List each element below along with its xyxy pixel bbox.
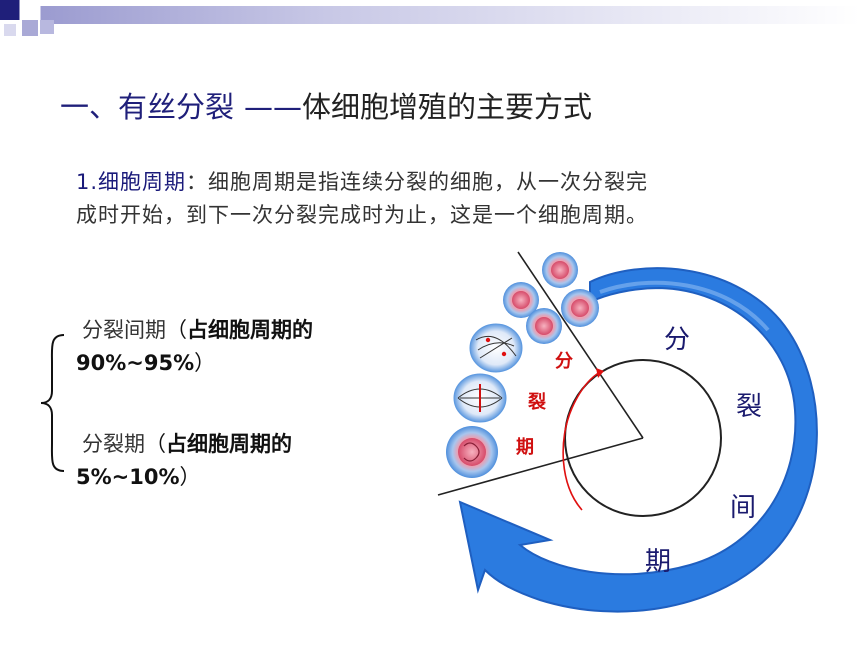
phase-open: （ <box>145 432 166 456</box>
mitosis-arc <box>562 371 601 511</box>
mitosis-char: 分 <box>555 351 573 372</box>
cell-cycle-definition: 1.细胞周期：细胞周期是指连续分裂的细胞，从一次分裂完成时开始，到下一次分裂完成… <box>76 166 666 232</box>
interphase-label: 分 裂 间 期 <box>645 325 762 577</box>
interphase-description: 分裂间期（占细胞周期的90%~95%） <box>76 314 376 380</box>
interphase-char: 裂 <box>736 392 762 422</box>
anaphase-cell <box>469 323 523 373</box>
phase-open: （ <box>166 318 187 342</box>
phase-name: 分裂期 <box>82 432 145 456</box>
definition-colon: ： <box>186 170 209 194</box>
boundary-line-lower <box>437 437 644 496</box>
cycle-circle <box>564 359 722 517</box>
title-dash: —— <box>244 90 303 124</box>
title-rest: 体细胞增殖的主要方式 <box>302 90 593 124</box>
phase-close: ） <box>194 351 216 375</box>
page-title: 一、有丝分裂 ——体细胞增殖的主要方式 <box>60 84 592 126</box>
title-main: 一、有丝分裂 <box>60 90 235 124</box>
cell-cycle-diagram: 分 裂 间 期 分 裂 期 <box>437 251 818 613</box>
mitosis-char: 期 <box>516 437 534 458</box>
boundary-line-upper <box>517 251 644 439</box>
definition-text: 细胞周期是指连续分裂的细胞，从一次分裂完成时开始，到下一次分裂完成时为止，这是一… <box>76 170 649 227</box>
phase-detail: 占细胞周期的90%~95% <box>76 318 313 375</box>
mitosis-label: 分 裂 期 <box>516 351 573 458</box>
curly-brace-icon <box>40 334 65 472</box>
metaphase-cell <box>453 373 507 423</box>
daughter-cells <box>503 252 599 344</box>
mitosis-description: 分裂期（占细胞周期的5%~10%） <box>76 428 376 494</box>
prophase-cell <box>446 426 498 478</box>
interphase-char: 分 <box>664 325 690 355</box>
phase-name: 分裂间期 <box>82 318 166 342</box>
interphase-char: 间 <box>730 493 756 523</box>
phase-detail: 占细胞周期的5%~10% <box>76 432 292 489</box>
interphase-char: 期 <box>645 547 671 577</box>
definition-term: 1.细胞周期 <box>76 170 187 194</box>
header-decoration <box>0 0 860 36</box>
mitosis-arc-arrowhead <box>596 368 604 378</box>
phase-close: ） <box>179 465 201 489</box>
interphase-arrow <box>458 267 818 613</box>
mitosis-char: 裂 <box>527 392 546 413</box>
